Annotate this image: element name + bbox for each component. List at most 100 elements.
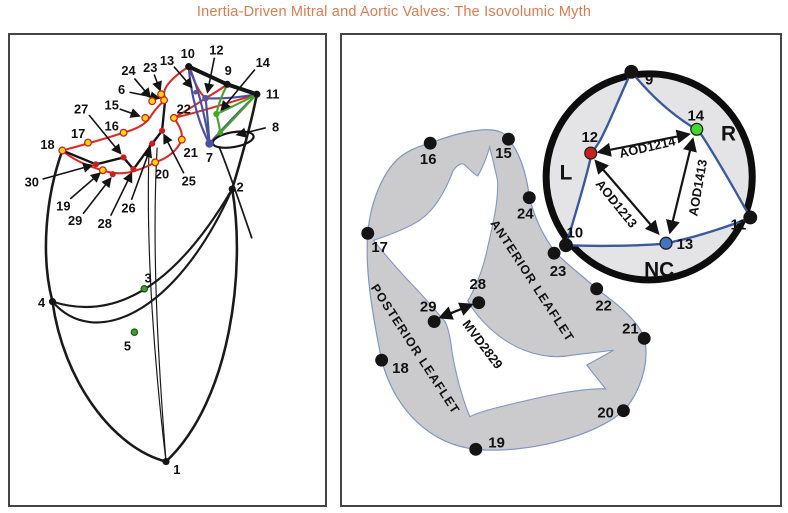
label-15: 15	[105, 98, 119, 113]
point-dot-4	[48, 298, 57, 306]
label-18: 18	[392, 361, 409, 377]
label-16: 16	[420, 152, 437, 168]
label-7: 7	[206, 150, 213, 165]
point-dot-5	[130, 328, 139, 337]
chord-line-b	[154, 147, 167, 462]
label-13: 13	[677, 237, 694, 253]
crossing-line-at-2	[218, 147, 253, 239]
point-dot-17	[361, 226, 375, 240]
point-dot-21	[177, 135, 186, 144]
point-dot-25	[159, 127, 166, 134]
label-12: 12	[209, 42, 223, 57]
point-dot-15	[141, 113, 150, 122]
figure-title: Inertia-Driven Mitral and Aortic Valves:…	[196, 4, 592, 20]
label-27: 27	[74, 102, 88, 117]
point-dot-7	[205, 139, 214, 148]
point-dot-1	[162, 458, 170, 466]
point-dot-17	[84, 138, 93, 147]
point-dot-19	[98, 166, 107, 175]
label-13: 13	[160, 53, 174, 68]
label-leader-arrow	[220, 69, 256, 112]
label-18: 18	[40, 137, 54, 152]
label-2: 2	[237, 180, 244, 195]
label-5: 5	[124, 339, 131, 354]
mitral-orifice-white	[372, 145, 614, 418]
point-dot-18	[375, 353, 389, 367]
label-leader-arrow	[82, 176, 112, 215]
measurement-arrow	[438, 302, 474, 320]
blue-loop-left	[187, 66, 211, 145]
label-4: 4	[38, 295, 46, 310]
point-dot-19	[469, 442, 483, 456]
label-21: 21	[184, 145, 198, 160]
label-10: 10	[181, 46, 195, 61]
label-1: 1	[173, 462, 180, 477]
point-dot-11	[743, 210, 758, 225]
point-dot-9	[223, 80, 231, 88]
label-20: 20	[155, 167, 169, 182]
mid-curve-through-5	[51, 188, 234, 324]
point-dot-16	[119, 128, 128, 137]
label-19: 19	[488, 435, 505, 451]
label-leader-arrow	[204, 57, 216, 94]
red-6-to-10	[163, 65, 190, 100]
label-leader-arrow	[235, 127, 266, 138]
point-dot-23	[547, 246, 561, 260]
label-3: 3	[145, 270, 152, 285]
label-leader-arrow	[133, 77, 152, 99]
point-dot-18	[58, 146, 67, 155]
label-22: 22	[177, 102, 191, 117]
label-nc: NC	[644, 259, 674, 282]
label-leader-arrow	[130, 147, 153, 201]
point-dot-12	[584, 146, 598, 160]
label-24: 24	[121, 63, 136, 78]
point-dot-14	[213, 110, 220, 118]
point-dot-10	[185, 63, 193, 71]
label-leader-arrow	[110, 171, 133, 217]
label-20: 20	[597, 406, 614, 422]
label-24: 24	[517, 207, 534, 223]
measurement-arrow	[665, 137, 697, 235]
chord-line-a	[147, 144, 167, 462]
right-wall-curve	[165, 93, 259, 463]
measurement-arrow	[594, 159, 660, 235]
label-leader-arrow	[42, 162, 94, 180]
label-28: 28	[98, 216, 112, 231]
point-dot-29	[109, 171, 116, 178]
label-22: 22	[595, 299, 612, 315]
label-30: 30	[25, 175, 39, 190]
point-dot-16	[423, 136, 437, 150]
point-dot-3	[140, 284, 149, 293]
point-dot-green-node	[217, 129, 224, 136]
label-26: 26	[121, 200, 135, 215]
label-l: L	[560, 161, 573, 184]
point-dot-30	[92, 161, 99, 168]
label-6: 6	[118, 82, 125, 97]
label-leader-arrow	[88, 114, 122, 155]
label-leader-arrow	[163, 133, 185, 174]
green-node-to-11	[219, 93, 258, 134]
label-23: 23	[143, 60, 157, 75]
point-dot-9	[624, 64, 639, 79]
point-dot-11	[253, 90, 261, 98]
point-dot-15	[502, 132, 515, 146]
label-11: 11	[266, 87, 280, 102]
label-leader-arrow	[173, 66, 193, 89]
label-25: 25	[182, 174, 196, 189]
point-dot-13	[193, 89, 199, 95]
label-leader-arrow	[119, 108, 141, 118]
label-14: 14	[256, 55, 271, 70]
point-dot-12	[202, 94, 209, 102]
label-29: 29	[68, 213, 82, 228]
label-9: 9	[645, 73, 653, 89]
label-15: 15	[495, 146, 512, 162]
point-dot-28	[472, 296, 486, 310]
label-28: 28	[469, 277, 486, 293]
label-leader-arrow	[69, 172, 102, 200]
label-17: 17	[371, 240, 388, 256]
point-dot-10	[559, 238, 573, 253]
label-8: 8	[272, 119, 279, 134]
label-r: R	[721, 123, 736, 146]
